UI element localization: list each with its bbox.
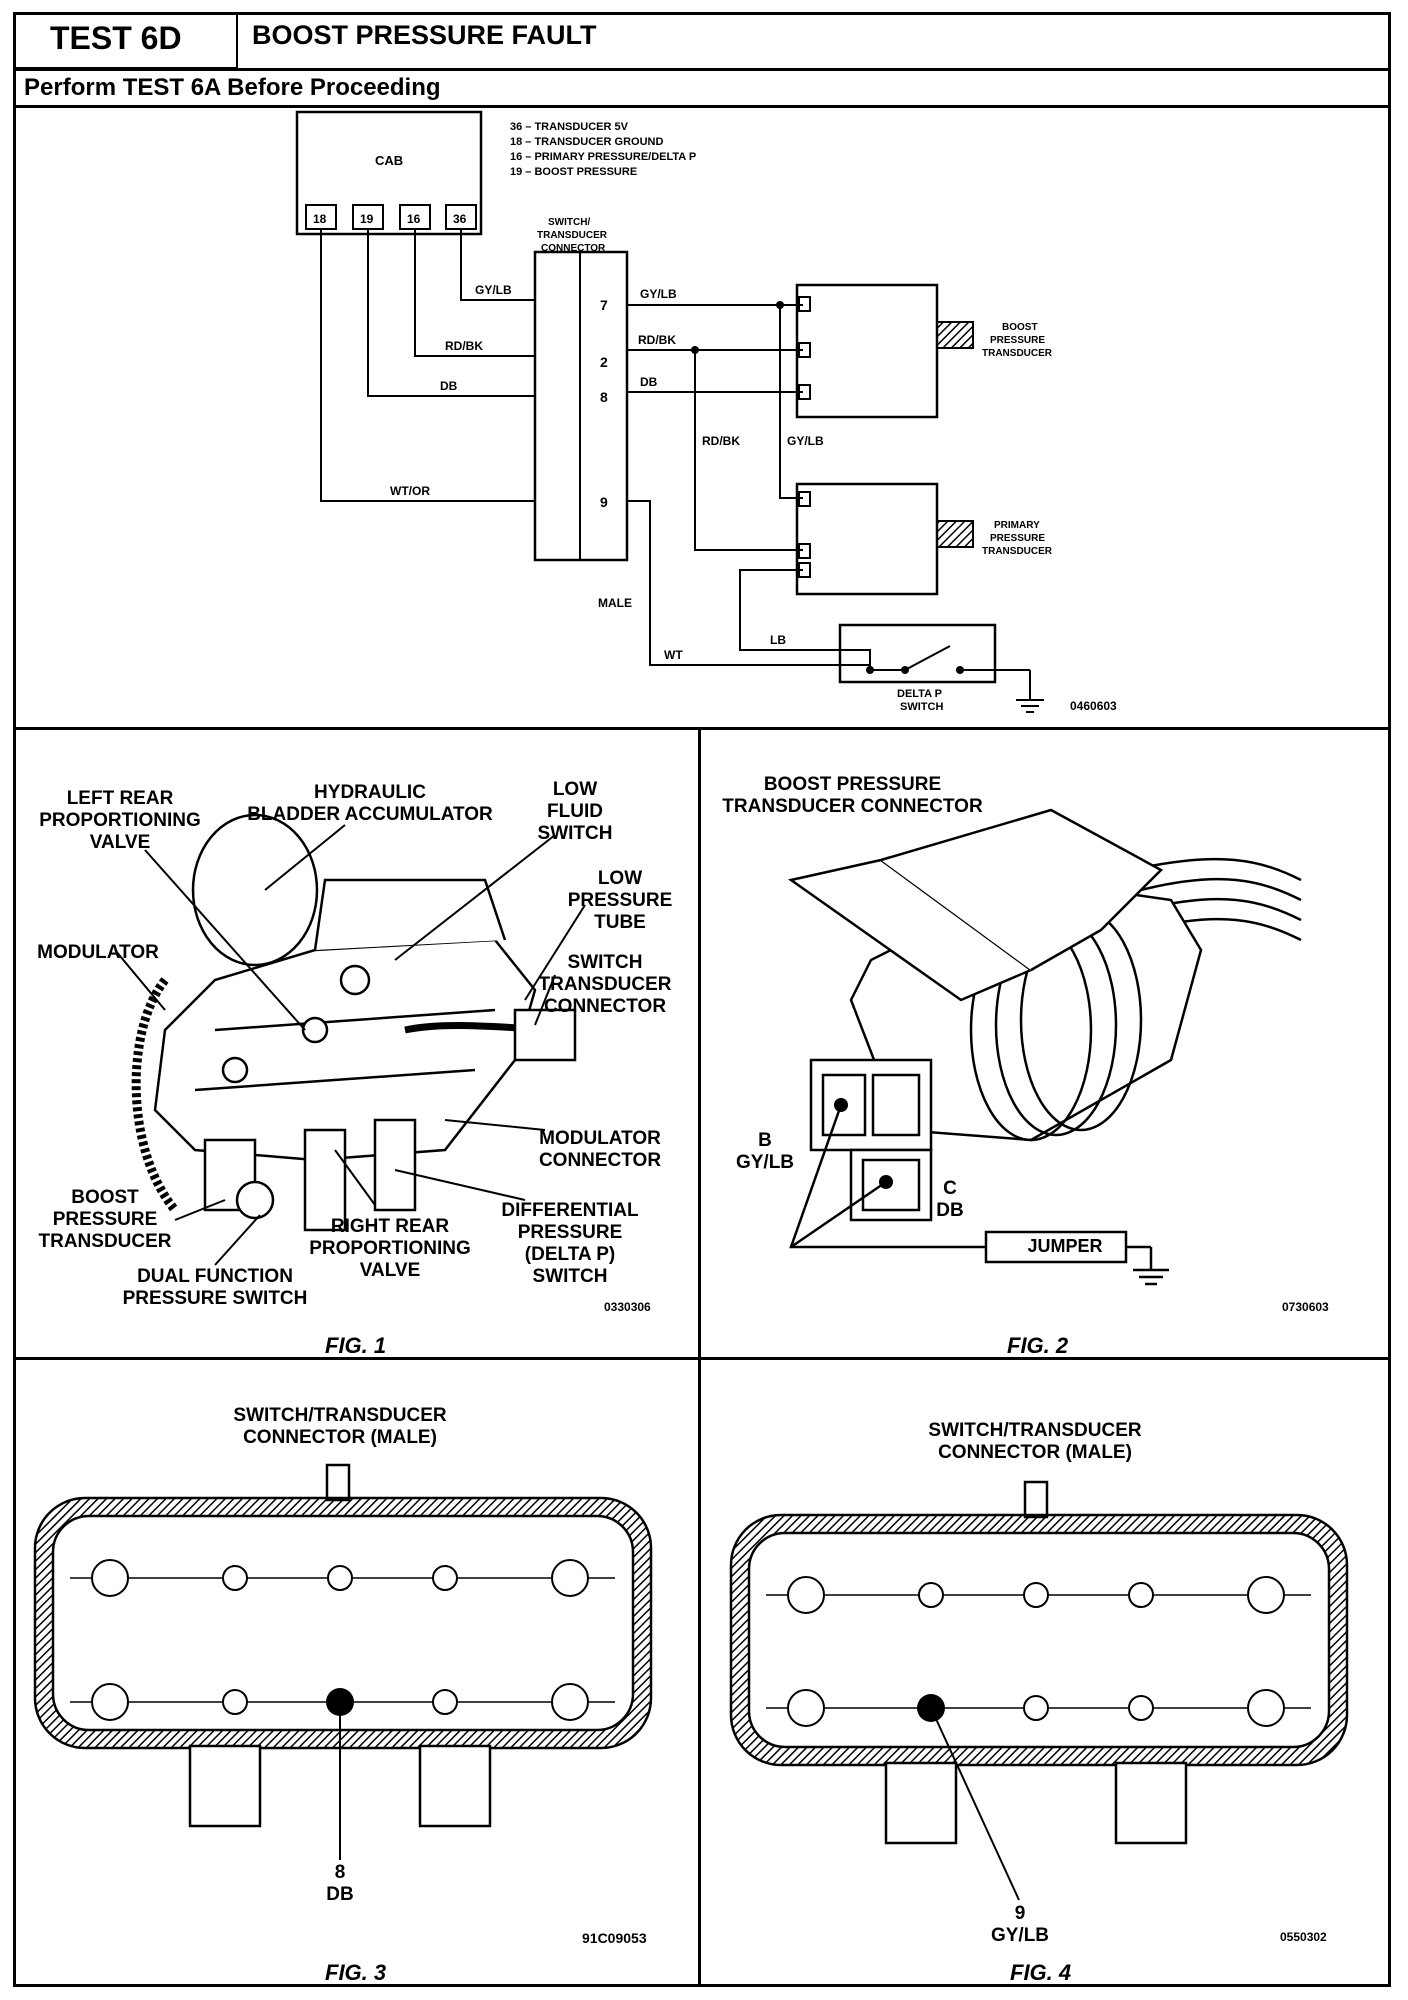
fig3-title: SWITCH/TRANSDUCER CONNECTOR (MALE)	[233, 1405, 447, 1448]
wire-gylb-mid: GY/LB	[787, 434, 824, 448]
fig1-label-modulator-connector: MODULATOR CONNECTOR	[538, 1128, 662, 1171]
fig3-code: 91C09053	[582, 1930, 647, 1946]
fig1-label-dual-function: DUAL FUNCTION PRESSURE SWITCH	[122, 1266, 308, 1309]
page-frame	[13, 12, 1391, 1987]
wire-lb: LB	[770, 633, 786, 647]
fig2-code: 0730603	[1282, 1300, 1329, 1314]
fig3-drawing	[33, 1463, 653, 1860]
test-id: TEST 6D	[50, 20, 182, 56]
connector-pin-8: 8	[600, 389, 608, 405]
fig1-label-left-rear: LEFT REAR PROPORTIONING VALVE	[39, 788, 201, 853]
wire-wtor-left: WT/OR	[390, 484, 430, 498]
fig3-caption: FIG. 3	[325, 1960, 387, 1985]
primary-transducer-label-2: PRESSURE	[990, 533, 1045, 544]
fig1-drawing	[114, 813, 586, 1266]
connector-label-2: TRANSDUCER	[537, 230, 608, 241]
delta-switch-label-1: DELTA P	[897, 688, 942, 700]
fig3-pin-label: 8 DB	[326, 1862, 354, 1905]
header-divider	[13, 68, 1391, 71]
wire-gylb-right: GY/LB	[640, 287, 677, 301]
connector-label-3: CONNECTOR	[541, 243, 606, 254]
fig4-drawing	[729, 1480, 1349, 1901]
legend-line-3: 16 – PRIMARY PRESSURE/DELTA P	[510, 151, 696, 163]
primary-transducer-label-3: TRANSDUCER	[982, 546, 1053, 557]
legend-line-2: 18 – TRANSDUCER GROUND	[510, 136, 663, 148]
fig1-label-modulator: MODULATOR	[37, 942, 159, 963]
cab-pin-18: 18	[313, 212, 327, 226]
wiring-schematic: CAB 18 19 16 36 36 – TRANSDUCER 5V 18 – …	[295, 110, 1117, 713]
male-label: MALE	[598, 596, 632, 610]
fig4-pin-label: 9 GY/LB	[990, 1903, 1050, 1946]
subtitle-divider	[13, 105, 1391, 108]
fig2-title: BOOST PRESSURE TRANSDUCER CONNECTOR	[722, 774, 983, 817]
fig2-jumper: JUMPER	[1027, 1236, 1103, 1256]
connector-label-1: SWITCH/	[548, 217, 590, 228]
legend-line-1: 36 – TRANSDUCER 5V	[510, 121, 629, 133]
middle-divider	[13, 1357, 1391, 1360]
fig1-label-low-pressure: LOW PRESSURE TUBE	[567, 868, 673, 933]
subtitle: Perform TEST 6A Before Proceeding	[24, 74, 441, 101]
schematic-divider	[13, 727, 1391, 730]
fig1-label-low-fluid: LOW FLUID SWITCH	[537, 779, 613, 844]
fig1-caption: FIG. 1	[325, 1333, 387, 1358]
fig1-label-right-rear: RIGHT REAR PROPORTIONING VALVE	[309, 1216, 471, 1281]
wire-rdbk-left: RD/BK	[445, 339, 483, 353]
wire-db-right: DB	[640, 375, 658, 389]
fig2-drawing	[787, 808, 1302, 1286]
fig2-caption: FIG. 2	[1007, 1333, 1069, 1358]
fig1-label-differential: DIFFERENTIAL PRESSURE (DELTA P) SWITCH	[501, 1200, 639, 1287]
fig1-label-switch-transducer: SWITCH TRANSDUCER CONNECTOR	[538, 952, 672, 1017]
fig2-pin-c: C DB	[936, 1178, 964, 1221]
vertical-divider	[698, 727, 701, 1987]
legend-line-4: 19 – BOOST PRESSURE	[510, 166, 637, 178]
boost-transducer-label-1: BOOST	[1002, 322, 1038, 333]
connector-pin-7: 7	[600, 297, 608, 313]
fig1-code: 0330306	[604, 1300, 651, 1314]
wire-rdbk-mid: RD/BK	[702, 434, 740, 448]
fig4-title: SWITCH/TRANSDUCER CONNECTOR (MALE)	[928, 1420, 1142, 1463]
cab-label: CAB	[375, 153, 403, 168]
fig2-pin-b: B GY/LB	[735, 1130, 795, 1173]
cab-pin-16: 16	[407, 212, 421, 226]
wire-db-left: DB	[440, 379, 458, 393]
cab-pin-36: 36	[453, 212, 467, 226]
page-title: BOOST PRESSURE FAULT	[252, 20, 597, 50]
wire-rdbk-right: RD/BK	[638, 333, 676, 347]
schematic-code: 0460603	[1070, 699, 1117, 713]
fig4-code: 0550302	[1280, 1930, 1327, 1944]
fig1-label-boost-pressure: BOOST PRESSURE TRANSDUCER	[38, 1187, 172, 1252]
wire-wt: WT	[664, 648, 683, 662]
fig1-label-hydraulic: HYDRAULIC BLADDER ACCUMULATOR	[247, 782, 493, 825]
delta-switch-label-2: SWITCH	[900, 701, 943, 713]
cab-pin-19: 19	[360, 212, 374, 226]
fig4-caption: FIG. 4	[1010, 1960, 1072, 1985]
connector-pin-2: 2	[600, 354, 608, 370]
boost-transducer-label-2: PRESSURE	[990, 335, 1045, 346]
connector-pin-9: 9	[600, 494, 608, 510]
wire-gylb-left: GY/LB	[475, 283, 512, 297]
boost-transducer-label-3: TRANSDUCER	[982, 348, 1053, 359]
primary-transducer-label-1: PRIMARY	[994, 520, 1040, 531]
